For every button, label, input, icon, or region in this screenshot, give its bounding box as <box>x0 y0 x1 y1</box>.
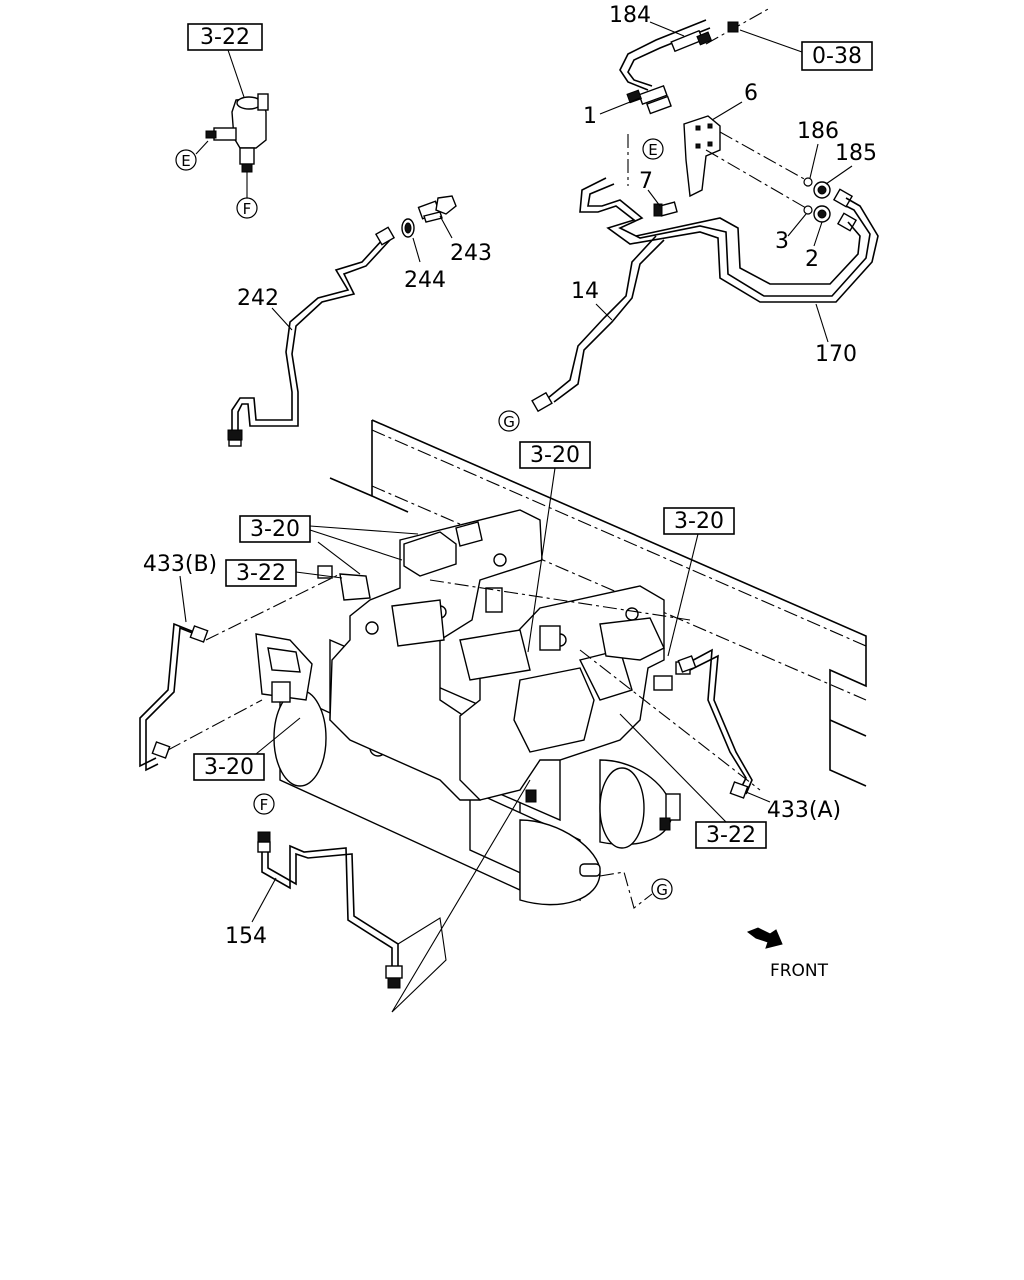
part-433a: 433(A) <box>767 798 841 823</box>
part-3: 3 <box>775 229 789 254</box>
part-1: 1 <box>583 104 597 129</box>
connector-e-left <box>175 149 197 171</box>
ref-box-3-22-bottom <box>695 821 767 849</box>
ref-3-22-top: 3-22 <box>200 25 250 50</box>
ref-3-22-bottom: 3-22 <box>706 823 756 848</box>
part-6: 6 <box>744 81 758 106</box>
svg-text:F: F <box>260 796 269 814</box>
connector-g-bottom <box>651 878 673 900</box>
part-2: 2 <box>805 247 819 272</box>
part-185: 185 <box>835 141 877 166</box>
assembly-references: 3-20 3-20 3-22 3-20 3-20 3-22 <box>193 441 767 849</box>
part-433b: 433(B) <box>143 552 217 577</box>
svg-text:F: F <box>243 200 252 218</box>
ref-3-20-right: 3-20 <box>674 509 724 534</box>
ref-3-22-left: 3-22 <box>236 561 286 586</box>
part-242: 242 <box>237 286 279 311</box>
connector-f-top <box>236 197 258 219</box>
svg-text:G: G <box>503 413 515 431</box>
connector-f-bottom <box>253 793 275 815</box>
crossmember-valve-cluster <box>255 509 761 801</box>
pipe-433a-group: 433(A) <box>677 648 841 823</box>
ref-box-3-20-center <box>519 441 591 469</box>
part-170: 170 <box>815 342 857 367</box>
ref-box-3-20-right <box>663 507 735 535</box>
valve-assembly-top-left: 3-22 E F <box>175 23 269 219</box>
ref-box-3-20-left <box>239 515 311 543</box>
part-244: 244 <box>404 268 446 293</box>
pipe-242-group: 242 244 243 <box>227 195 492 447</box>
ref-0-38: 0-38 <box>812 44 862 69</box>
connector-g-top <box>498 410 520 432</box>
pipe-154-group: F 154 G <box>225 779 673 1013</box>
front-direction-indicator: FRONT <box>746 927 829 981</box>
connector-e-right <box>642 138 664 160</box>
ref-box-3-22-left <box>225 559 297 587</box>
pipe-433b-group: 433(B) <box>139 552 341 772</box>
part-154: 154 <box>225 924 267 949</box>
ref-box-3-22-top <box>187 23 263 51</box>
svg-text:E: E <box>181 152 190 170</box>
part-14: 14 <box>571 279 599 304</box>
svg-text:E: E <box>648 141 657 159</box>
svg-text:G: G <box>656 881 668 899</box>
ref-box-0-38 <box>801 41 873 71</box>
ref-3-20-left: 3-20 <box>250 517 300 542</box>
front-label: FRONT <box>770 961 829 981</box>
front-arrow-icon <box>746 927 783 949</box>
part-186: 186 <box>797 119 839 144</box>
part-7: 7 <box>639 169 653 194</box>
part-243: 243 <box>450 241 492 266</box>
ref-box-3-20-bottom <box>193 753 265 781</box>
bracket-pipe-group: 0-38 184 1 6 7 E <box>498 3 879 432</box>
part-184: 184 <box>609 3 651 28</box>
ref-3-20-center: 3-20 <box>530 443 580 468</box>
ref-3-20-bottom: 3-20 <box>204 755 254 780</box>
